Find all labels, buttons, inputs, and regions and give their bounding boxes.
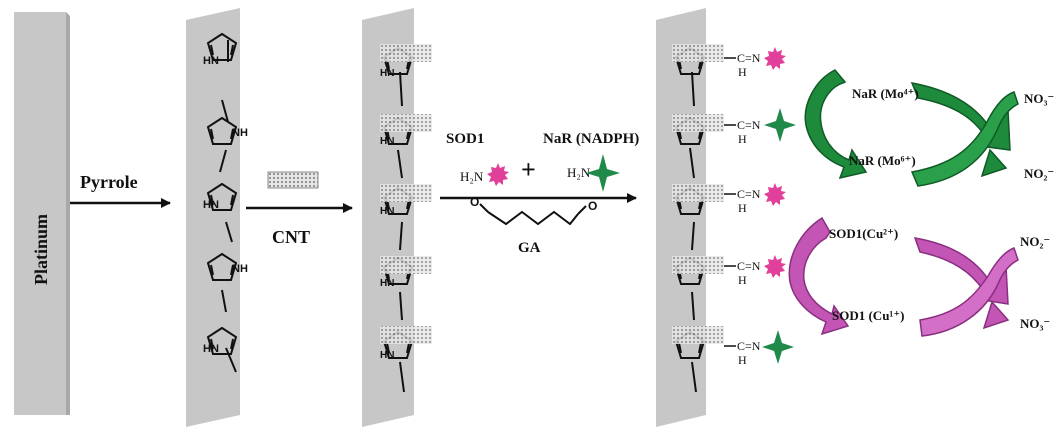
nar-enzyme-icon xyxy=(764,108,796,142)
no2-bottom-label: NO₂⁻ xyxy=(1020,234,1050,249)
electrode-edge xyxy=(66,12,70,415)
nh-label: HN xyxy=(203,343,219,355)
cnt-segment xyxy=(672,256,724,274)
no3-bottom-label: NO₃⁻ xyxy=(1020,316,1050,331)
amine-label: H₂N xyxy=(460,169,484,184)
nh-label: HN xyxy=(380,206,394,217)
purple-curved-arrow xyxy=(788,216,850,336)
platinum-electrode xyxy=(14,12,66,415)
nh-label: HN xyxy=(380,278,394,289)
sod-enzyme-icon xyxy=(764,255,786,278)
svg-text:H: H xyxy=(738,273,747,287)
sod-enzyme-icon xyxy=(764,47,786,70)
cnt-segment xyxy=(380,184,432,202)
nh-label: HN xyxy=(380,68,394,79)
svg-text:H: H xyxy=(738,65,747,79)
nh-label: HN xyxy=(380,350,394,361)
nar-redox-cycle: NaR (Mo⁴⁺) NaR (Mo⁶⁺) NO₃⁻ NO₂⁻ xyxy=(804,69,1054,187)
nh-label: HN xyxy=(380,136,394,147)
cnt-segment xyxy=(672,114,724,132)
sod1-label: SOD1 xyxy=(446,131,484,147)
imine-link-1: C=N H xyxy=(724,47,786,79)
aldehyde-o: O xyxy=(470,195,479,209)
imine-link-5: C=N H xyxy=(724,330,794,367)
nar-mo6-label: NaR (Mo⁶⁺) xyxy=(849,153,916,168)
svg-text:C=N: C=N xyxy=(737,187,761,201)
nh-label: NH xyxy=(232,263,248,275)
nh-label: HN xyxy=(203,199,219,211)
nar-mo4-label: NaR (Mo⁴⁺) xyxy=(852,86,919,101)
svg-text:H: H xyxy=(738,132,747,146)
nar-enzyme-icon xyxy=(762,330,794,364)
sod-enzyme-icon xyxy=(487,163,509,186)
cnt-segment xyxy=(380,326,432,344)
nar-enzyme-icon xyxy=(586,154,620,192)
no3-top-label: NO₃⁻ xyxy=(1024,91,1054,106)
cnt-label: CNT xyxy=(272,227,310,247)
polypyrrole-chain: HN NH HN NH HN xyxy=(203,33,248,373)
plus-sign: + xyxy=(521,155,536,184)
no2-top-label: NO₂⁻ xyxy=(1024,166,1054,181)
cnt-segment xyxy=(672,326,724,344)
ppy-cnt-chain: HN HN HN HN HN xyxy=(380,44,432,393)
svg-text:C=N: C=N xyxy=(737,339,761,353)
cnt-bundle-icon xyxy=(267,171,319,189)
biosensor-chain xyxy=(672,44,724,393)
svg-text:H: H xyxy=(738,201,747,215)
purple-cross-arrow-2 xyxy=(919,247,1019,337)
imine-link-4: C=N H xyxy=(724,255,786,287)
svg-text:C=N: C=N xyxy=(737,51,761,65)
svg-text:H: H xyxy=(738,353,747,367)
svg-text:C=N: C=N xyxy=(737,118,761,132)
cnt-segment xyxy=(672,184,724,202)
biosensor-electrode xyxy=(656,8,706,427)
amine-label: H₂N xyxy=(567,165,591,180)
imine-link-3: C=N H xyxy=(724,183,786,215)
ppy-cnt-electrode xyxy=(362,8,414,427)
sod-enzyme-icon xyxy=(764,183,786,206)
green-cross-arrow-2 xyxy=(910,91,1019,187)
green-curved-arrow xyxy=(804,69,868,180)
svg-text:C=N: C=N xyxy=(737,259,761,273)
sod1-redox-cycle: SOD1(Cu²⁺) SOD1 (Cu¹⁺) NO₂⁻ NO₃⁻ xyxy=(788,216,1050,337)
cnt-segment xyxy=(672,44,724,62)
glutaraldehyde-structure xyxy=(487,210,579,226)
imine-link-2: C=N H xyxy=(724,108,796,146)
nh-label: NH xyxy=(232,127,248,139)
nar-nadph-label: NaR (NADPH) xyxy=(543,131,639,147)
cnt-segment xyxy=(380,44,432,62)
platinum-label: Platinum xyxy=(31,214,51,285)
sod1-cu1-label: SOD1 (Cu¹⁺) xyxy=(832,308,905,323)
cnt-segment xyxy=(380,256,432,274)
nh-label: HN xyxy=(203,55,219,67)
pyrrole-label: Pyrrole xyxy=(80,172,138,192)
sod1-cu2-label: SOD1(Cu²⁺) xyxy=(829,226,898,241)
aldehyde-o: O xyxy=(588,199,597,213)
ga-label: GA xyxy=(518,240,541,256)
cnt-segment xyxy=(380,114,432,132)
